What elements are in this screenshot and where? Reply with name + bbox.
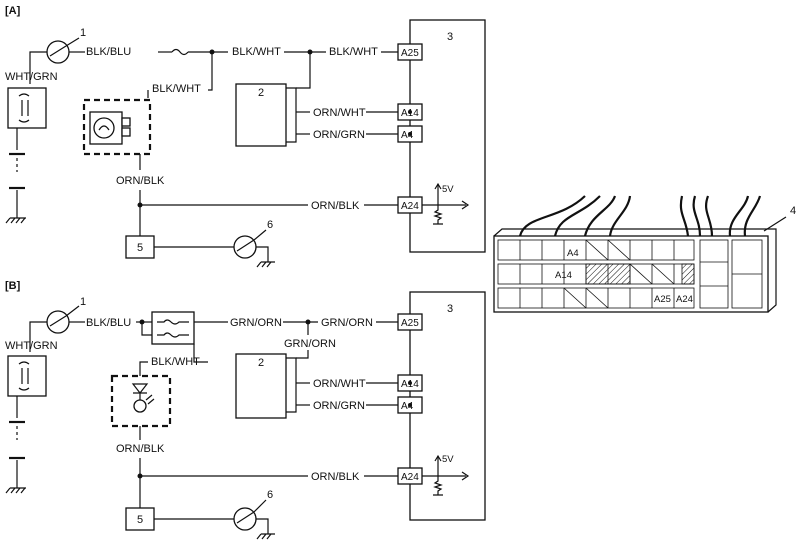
ground-switch-icon [233,507,257,531]
connector-pin-a24: A24 [676,294,693,305]
wire-label-wht-grn: WHT/GRN [5,71,58,83]
led-icon [133,399,147,413]
ground-icon [5,487,26,494]
ground-icon [5,217,26,224]
wire-label-blk-wht-branch: BLK/WHT [152,83,201,95]
indicator-lamp-icon [93,117,115,139]
wire-label-orn-grn: ORN/GRN [313,400,365,412]
connector-pin-a4: A4 [567,248,579,259]
wire-label-orn-wht: ORN/WHT [313,107,366,119]
connector-pin-a14: A14 [555,270,572,281]
ground-switch-icon [233,235,257,259]
wire-label-orn-blk-left: ORN/BLK [116,175,165,187]
wire-label-orn-blk-line: ORN/BLK [311,200,360,212]
module-callout: 5 [137,242,143,254]
wire-label-blk-blu: BLK/BLU [86,317,131,329]
svg-text:A24: A24 [401,472,419,483]
fuse-icon [171,48,189,56]
connector-cells [497,239,763,309]
diode-icon [131,383,149,394]
ground-switch-callout: 6 [267,489,273,501]
ecm-callout: 3 [447,31,453,43]
svg-text:A24: A24 [401,201,419,212]
main-switch-icon [46,310,70,334]
svg-text:A25: A25 [401,318,419,329]
connector-callout: 4 [790,205,796,217]
hatched-cells [585,263,631,285]
fuse-relay-icon [7,87,47,129]
wire-label-blk-blu: BLK/BLU [86,46,131,58]
indicator-assembly [82,98,152,156]
module-callout: 5 [137,514,143,526]
wire-label-grn-orn-right: GRN/ORN [321,317,373,329]
wire-label-grn-orn-left: GRN/ORN [230,317,282,329]
section-b: [B] 3 1 WHT/GRN BLK/BLU GRN/ORN GRN/ORN [5,280,486,540]
dual-fuse-icon [151,311,195,345]
section-a-label: [A] [5,5,21,17]
wire-label-orn-blk-line: ORN/BLK [311,471,360,483]
voltage-label: 5V [442,184,454,195]
voltage-label: 5V [442,454,454,465]
wire-label-wht-grn: WHT/GRN [5,340,58,352]
section-a: [A] 3 1 WHT/GRN BLK/BLU BLK/WHT BLK/WHT [5,5,486,268]
pin-a25 [397,313,423,331]
svg-text:A4: A4 [401,130,414,141]
wire-label-blk-wht-top: BLK/WHT [232,46,281,58]
svg-text:A25: A25 [401,48,419,59]
wire-bundle [518,195,762,237]
wire-label-grn-orn-below: GRN/ORN [284,338,336,350]
led-assembly [110,374,172,428]
svg-text:A4: A4 [401,401,414,412]
ecm-callout: 3 [447,303,453,315]
sensor-box [235,353,287,419]
wire-label-orn-blk-left: ORN/BLK [116,443,165,455]
main-switch-icon [46,40,70,64]
sensor-callout: 2 [258,87,264,99]
section-b-label: [B] [5,280,21,292]
pull-up-resistor-icon [433,205,443,225]
wire-label-orn-grn: ORN/GRN [313,129,365,141]
main-switch-callout: 1 [80,27,86,39]
fuse-relay-icon [7,355,47,397]
connector-body [493,235,769,313]
pin-a25 [397,43,423,61]
ecm-connector: 4 [493,195,796,313]
wire-label-blk-wht: BLK/WHT [151,356,200,368]
sensor-callout: 2 [258,357,264,369]
sensor-box [235,83,287,147]
wire-label-orn-wht: ORN/WHT [313,378,366,390]
pull-up-resistor-icon [433,476,443,496]
ground-switch-callout: 6 [267,219,273,231]
main-switch-callout: 1 [80,296,86,308]
connector-pin-a25: A25 [654,294,671,305]
wire-label-blk-wht-mid: BLK/WHT [329,46,378,58]
